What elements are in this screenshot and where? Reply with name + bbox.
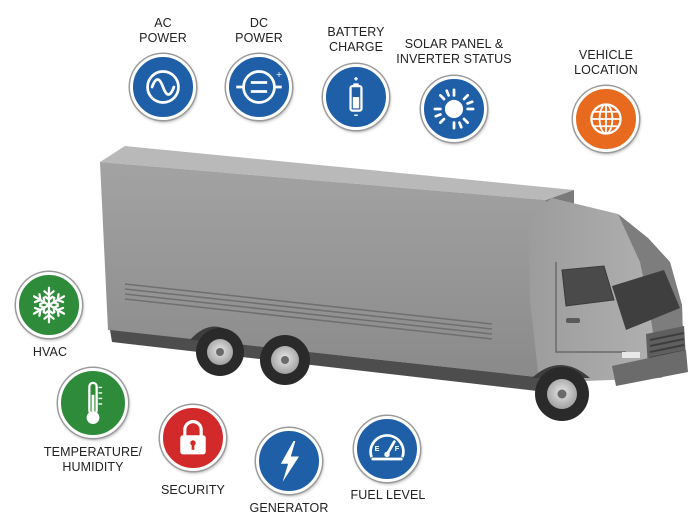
solar-panel-inverter-status-badge[interactable]: [421, 76, 487, 142]
cargo-box-top: [100, 146, 574, 200]
padlock-icon: [180, 420, 206, 455]
dc-power-icon: +: [236, 69, 283, 104]
thermometer-icon: [86, 381, 103, 425]
battery-icon: [349, 77, 363, 116]
front-bumper: [612, 350, 688, 386]
sun-icon: [433, 88, 475, 130]
generator-label: GENERATOR: [249, 501, 329, 515]
cargo-box-side: [100, 162, 546, 378]
snowflake-icon: [30, 286, 68, 324]
temperature-humidity-badge[interactable]: [58, 368, 128, 438]
rear-wheel-1: [196, 328, 244, 376]
gauge-empty-letter: E: [375, 444, 380, 453]
hvac-badge[interactable]: [16, 272, 82, 338]
security-label: SECURITY: [160, 483, 226, 497]
front-wheel: [535, 367, 589, 421]
dc-power-label: DC POWER: [235, 16, 283, 45]
lightning-bolt-icon: [280, 441, 299, 482]
headlight: [622, 352, 640, 358]
hvac-label: HVAC: [32, 345, 68, 359]
fuel-level-badge[interactable]: E F: [354, 416, 420, 482]
security-badge[interactable]: [160, 405, 226, 471]
fuel-gauge-icon: E F: [369, 434, 405, 461]
dc-power-badge[interactable]: +: [226, 54, 292, 120]
temperature-humidity-label: TEMPERATURE/ HUMIDITY: [43, 445, 143, 474]
svg-text:+: +: [276, 69, 283, 79]
ac-sine-icon: [146, 70, 180, 104]
fuel-level-label: FUEL LEVEL: [350, 488, 426, 502]
generator-badge[interactable]: [256, 428, 322, 494]
vehicle-location-label: VEHICLE LOCATION: [574, 48, 638, 77]
battery-charge-badge[interactable]: [323, 64, 389, 130]
cab-side-window: [561, 265, 615, 307]
cab-windshield: [612, 270, 680, 330]
ac-power-badge[interactable]: [130, 54, 196, 120]
gauge-full-letter: F: [395, 444, 400, 453]
ac-power-label: AC POWER: [139, 16, 187, 45]
battery-charge-label: BATTERY CHARGE: [327, 25, 385, 54]
rear-wheel-2: [260, 335, 310, 385]
solar-panel-inverter-status-label: SOLAR PANEL & INVERTER STATUS: [396, 37, 512, 66]
globe-icon: [590, 103, 622, 135]
vehicle-location-badge[interactable]: [573, 86, 639, 152]
